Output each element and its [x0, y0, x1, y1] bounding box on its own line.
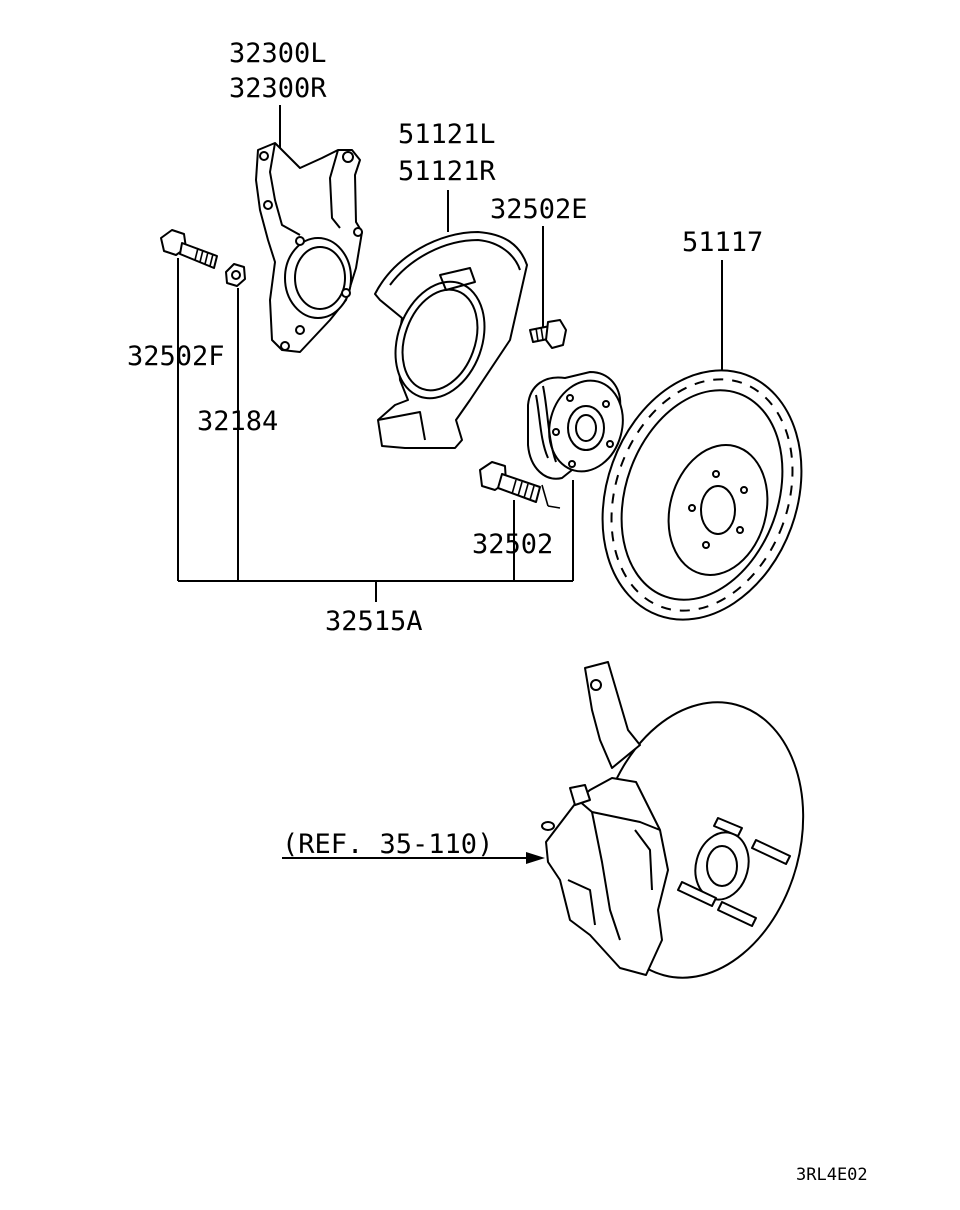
label-hub-bolt: 32502: [472, 529, 553, 560]
label-brake-disc: 51117: [682, 227, 763, 258]
wheel-hub: [527, 371, 624, 480]
label-dust-cover-right: 51121R: [398, 156, 496, 187]
label-diagram-code: 3RL4E02: [796, 1165, 868, 1185]
steering-knuckle: [255, 142, 363, 353]
label-dust-cover-left: 51121L: [398, 119, 496, 150]
arrow-head-icon: [526, 852, 545, 864]
brake-caliper-assembly: [541, 661, 805, 979]
leader-lines: [177, 105, 723, 864]
label-caliper-reference: (REF. 35-110): [282, 829, 493, 860]
hex-nut: [225, 263, 246, 287]
label-knuckle-right: 32300R: [229, 73, 327, 104]
dust-cover: [374, 231, 528, 449]
label-knuckle-left: 32300L: [229, 38, 327, 69]
label-bolt-f: 32502F: [127, 341, 225, 372]
label-hub-assembly: 32515A: [325, 606, 423, 637]
knuckle-bolt: [160, 229, 218, 269]
brake-disc: [601, 369, 803, 621]
hub-bolt: [479, 461, 541, 503]
label-hub-bolt-e: 32502E: [490, 194, 588, 225]
small-bolt: [529, 319, 567, 349]
